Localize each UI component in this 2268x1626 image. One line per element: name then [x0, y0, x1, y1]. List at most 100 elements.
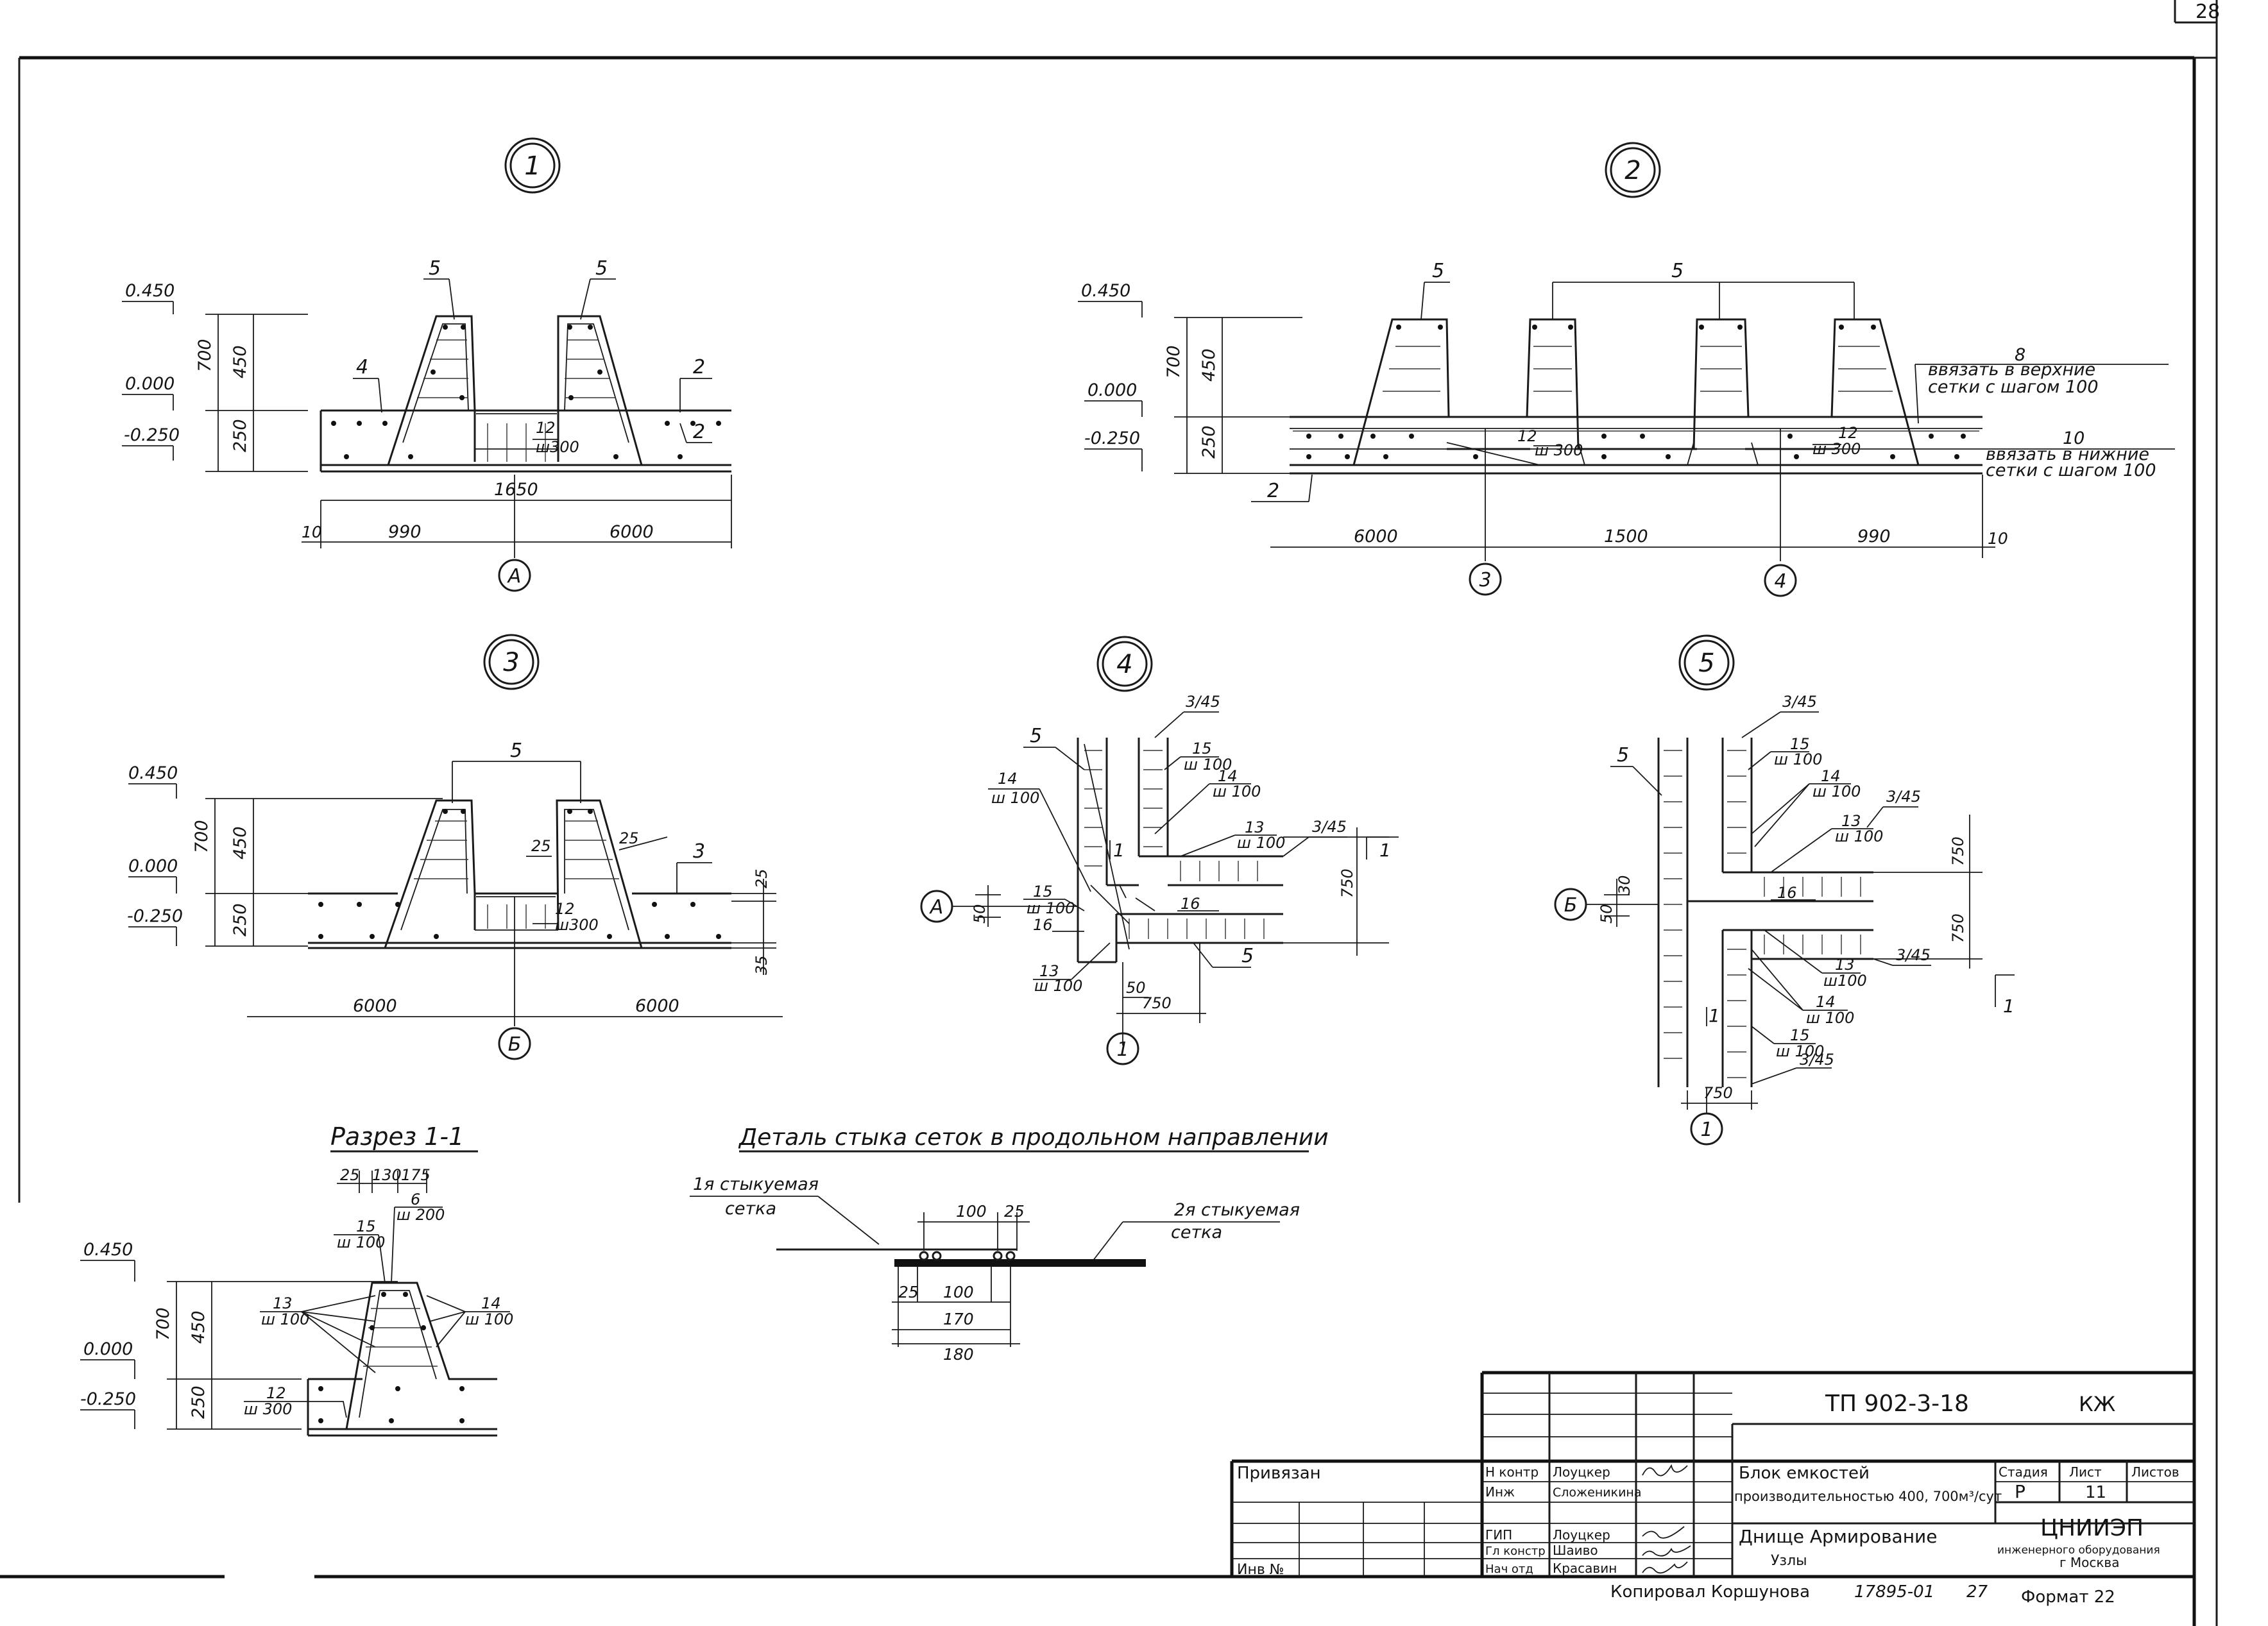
- name-2: Сложеникина: [1553, 1486, 1642, 1500]
- hdr-sheet: Лист: [2069, 1464, 2102, 1480]
- org-name: ЦНИИЭП: [2040, 1515, 2144, 1541]
- section-level-bot: -0.250: [80, 1389, 136, 1409]
- mesh-joint-detail: Деталь стыка сеток в продольном направле…: [690, 1124, 1329, 1364]
- project-line-2: производительностью 400, 700м³/сут: [1734, 1489, 2002, 1504]
- node-2-dim-450: 450: [1199, 348, 1219, 382]
- mesh-dim-180: 180: [943, 1345, 974, 1364]
- node-2-label-10: 10: [2063, 428, 2085, 448]
- node-4: 4 5 3/45 15 ш 100 14: [920, 636, 1399, 1065]
- signature-1: [1642, 1464, 1688, 1477]
- node-4-label-5b: 5: [1241, 945, 1254, 967]
- sheet-format: Формат 22: [2021, 1588, 2115, 1607]
- inv-no-label: Инв №: [1237, 1562, 1284, 1578]
- node-3-dim-6000b: 6000: [635, 996, 679, 1016]
- section-label-w100a: ш 100: [337, 1233, 385, 1251]
- node-1-dim-990: 990: [388, 522, 422, 542]
- node-5-label-15a: 15: [1790, 735, 1810, 753]
- node-4-label-14a: 14: [1218, 767, 1238, 785]
- node-5-label-w100c: ш 100: [1835, 827, 1883, 845]
- node-3: 3 0.450 0.000 -0.250 700 450 250: [127, 634, 783, 1060]
- node-2-dim-700: 700: [1164, 345, 1184, 378]
- copied-by: Копировал Коршунова: [1610, 1582, 1810, 1602]
- node-1-label-4: 4: [356, 356, 368, 378]
- node-5-dim-50: 50: [1598, 904, 1616, 924]
- node-3-dim-35: 35: [753, 955, 771, 975]
- node-4-label-w100c: ш 100: [991, 789, 1039, 807]
- node-4-label-3-45b: 3/45: [1312, 818, 1347, 836]
- node-2-note-top-2: сетки с шагом 100: [1928, 377, 2099, 397]
- node-4-label-13b: 13: [1039, 962, 1059, 980]
- node-4-label-15: 15: [1192, 740, 1212, 758]
- node-2-label-w300b: ш 300: [1812, 440, 1861, 458]
- node-5-axis-b: Б: [1564, 894, 1578, 917]
- mesh-dim-100b: 100: [943, 1283, 974, 1301]
- node-3-level-mid: 0.000: [128, 856, 178, 876]
- node-4-label-14b: 14: [998, 770, 1018, 788]
- role-3: ГИП: [1485, 1527, 1512, 1543]
- section-dim-25: 25: [340, 1166, 360, 1184]
- node-2-note-top-1: ввязать в верхние: [1928, 360, 2095, 380]
- node-4-label-w100d: ш 100: [1237, 834, 1285, 852]
- section-1-1: Разрез 1-1 25 130 175 6 ш 200 15 ш 100 1…: [80, 1122, 513, 1437]
- node-5-label-3-45d: 3/45: [1800, 1051, 1834, 1069]
- mesh-dim-170: 170: [943, 1310, 974, 1328]
- name-5: Красавин: [1553, 1561, 1617, 1576]
- node-3-id: 3: [503, 648, 519, 677]
- node-1-label-2b: 2: [693, 421, 705, 443]
- node-1-level-bot: -0.250: [124, 425, 180, 445]
- node-4-id: 4: [1116, 650, 1132, 679]
- section-dim-250: 250: [189, 1385, 209, 1419]
- node-1-dim-450: 450: [230, 345, 250, 378]
- node-5-label-w100a: ш 100: [1774, 750, 1822, 768]
- node-5-label-w100f: ш 100: [1776, 1042, 1824, 1060]
- node-1-label-2a: 2: [693, 356, 705, 378]
- project-line-1: Блок емкостей: [1739, 1464, 1870, 1483]
- node-3-axis: Б: [508, 1033, 522, 1056]
- sheet-frame: 28: [0, 0, 2220, 1626]
- node-2-dim-250: 250: [1199, 425, 1219, 459]
- node-4-label-1: 1: [1113, 840, 1125, 861]
- node-5-dim-750a: 750: [1949, 836, 1967, 866]
- node-2-axis-4: 4: [1774, 570, 1786, 593]
- mesh-dim-100a: 100: [956, 1202, 987, 1221]
- node-4-label-1b: 1: [1379, 840, 1391, 861]
- node-5-label-14a: 14: [1821, 767, 1841, 785]
- section-label-13: 13: [273, 1294, 293, 1312]
- node-5: 5 5 3/45 15 ш 100 14 ш 100: [1554, 634, 2015, 1146]
- sheet-mark: КЖ: [2079, 1392, 2115, 1416]
- node-2: 2 0.450 0.000 -0.250 700 450 250: [1078, 142, 2175, 597]
- node-1-dim-6000: 6000: [610, 522, 654, 542]
- sheet-number: 11: [2085, 1483, 2106, 1502]
- node-2-label-5b: 5: [1671, 260, 1684, 282]
- section-1-1-title: Разрез 1-1: [330, 1122, 464, 1151]
- section-label-15: 15: [356, 1217, 376, 1235]
- name-4: Шаиво: [1553, 1543, 1598, 1558]
- node-4-label-15b: 15: [1033, 883, 1053, 901]
- node-2-axis-3: 3: [1479, 569, 1491, 591]
- node-3-label-25a: 25: [531, 837, 551, 855]
- name-1: Лоуцкер: [1553, 1464, 1610, 1480]
- inventory-code: 17895-01: [1854, 1582, 1934, 1602]
- signature-3: [1642, 1526, 1685, 1539]
- node-4-axis-a: А: [929, 896, 944, 919]
- node-1-dim-250: 250: [230, 419, 250, 452]
- node-5-label-w100d: ш100: [1823, 972, 1867, 990]
- node-4-label-5a: 5: [1030, 725, 1042, 747]
- title-block: ТП 902-3-18 КЖ Привязан Инв № Н контр Ло…: [1230, 1371, 2194, 1607]
- node-5-axis-1: 1: [1700, 1119, 1712, 1141]
- node-5-label-w100b: ш 100: [1812, 783, 1861, 800]
- node-4-dim-50a: 50: [971, 904, 989, 924]
- node-3-label-12: 12: [555, 900, 575, 918]
- signature-4: [1642, 1545, 1691, 1557]
- node-3-dim-700: 700: [192, 820, 212, 853]
- section-label-12: 12: [266, 1384, 286, 1402]
- doc-code: ТП 902-3-18: [1825, 1391, 1969, 1417]
- node-1-label-5a: 5: [429, 257, 441, 280]
- privyazan-label: Привязан: [1237, 1464, 1321, 1483]
- name-3: Лоуцкер: [1553, 1527, 1610, 1543]
- node-1-axis: А: [507, 565, 522, 588]
- section-label-w300: ш 300: [244, 1400, 292, 1418]
- section-dim-175: 175: [401, 1166, 431, 1184]
- section-label-w100b: ш 100: [261, 1310, 309, 1328]
